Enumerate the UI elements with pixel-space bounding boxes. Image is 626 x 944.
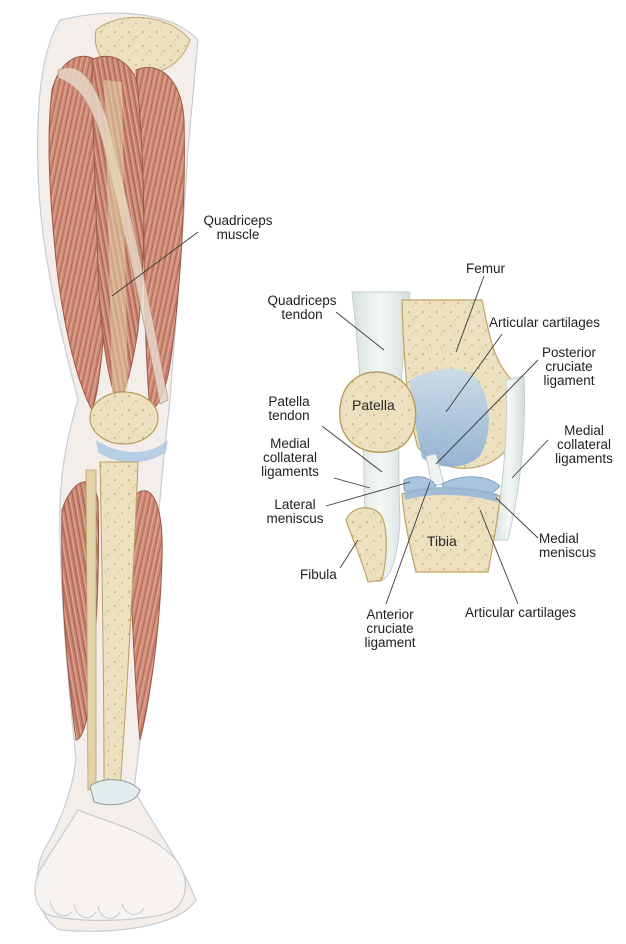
label-anterior-cruciate-ligament: Anterior cruciate ligament: [354, 608, 426, 650]
tibia-bone: [402, 489, 500, 572]
label-posterior-cruciate-ligament: Posterior cruciate ligament: [530, 346, 608, 388]
label-tibia: Tibia: [427, 534, 457, 548]
leader-fibula: [340, 540, 358, 568]
label-medial-collateral-ligaments-right: Medial collateral ligaments: [544, 424, 624, 466]
label-femur: Femur: [466, 262, 505, 276]
label-quadriceps-tendon: Quadriceps tendon: [256, 294, 348, 322]
label-patella-tendon: Patella tendon: [254, 395, 324, 423]
label-quadriceps-muscle: Quadriceps muscle: [196, 214, 280, 242]
label-articular-cartilages-top: Articular cartilages: [489, 316, 600, 330]
fibula-bone: [346, 508, 386, 582]
leg-patella: [90, 392, 158, 444]
leg-fibula-shaft: [86, 470, 96, 790]
label-articular-cartilages-bottom: Articular cartilages: [465, 606, 576, 620]
label-lateral-meniscus: Lateral meniscus: [259, 498, 331, 526]
label-fibula: Fibula: [300, 568, 337, 582]
leg-illustration: [35, 13, 198, 931]
femur-cartilage: [410, 368, 489, 466]
label-medial-meniscus: Medial meniscus: [539, 532, 596, 560]
label-patella: Patella: [352, 398, 395, 412]
label-medial-collateral-ligaments-left: Medial collateral ligaments: [250, 437, 330, 479]
